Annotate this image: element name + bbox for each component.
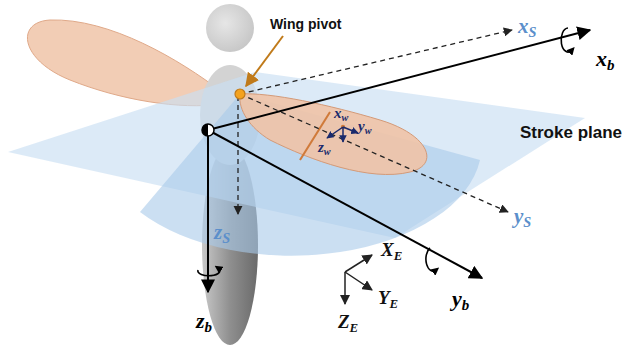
axis-letter: x (596, 46, 607, 71)
axis-subscript: E (390, 296, 399, 311)
axis-label: xb (596, 48, 614, 73)
axis-label: yb (452, 288, 469, 313)
axis-letter: y (514, 204, 523, 228)
axis-letter: z (196, 308, 205, 333)
axis-label: zb (196, 310, 212, 335)
axis-subscript: b (607, 57, 614, 73)
axis-label: YE (378, 288, 398, 311)
wing-pivot (235, 89, 245, 99)
axis-subscript: b (205, 319, 212, 335)
xw-axis (327, 127, 343, 138)
zw-axis (342, 127, 344, 142)
callout-label: Wing pivot (270, 17, 341, 31)
plane-label: Stroke plane (520, 124, 622, 141)
xe-axis (345, 255, 372, 272)
axis-subscript: w (365, 125, 372, 136)
rotation-symbol (561, 28, 572, 52)
axis-subscript: E (394, 248, 403, 263)
zb-axis (207, 130, 209, 292)
axis-label: xS (518, 16, 536, 39)
wing-chord (300, 112, 330, 160)
axis-label: xw (334, 106, 348, 123)
axis-letter: z (214, 220, 222, 244)
axis-label: zw (318, 140, 331, 157)
axis-label: XE (381, 240, 402, 263)
xb-axis (208, 30, 590, 130)
body-origin (202, 124, 214, 136)
axis-label: zS (214, 222, 230, 245)
axis-subscript: b (462, 297, 469, 313)
ye-axis (345, 272, 372, 290)
axis-letter: x (334, 105, 342, 121)
axis-subscript: w (324, 146, 331, 157)
leader-line (246, 36, 283, 86)
axis-subscript: S (529, 24, 537, 40)
axis-subscript: E (350, 320, 359, 335)
ze-axis (344, 272, 346, 304)
axis-label: ZE (338, 312, 358, 335)
axis-subscript: w (342, 112, 349, 123)
axis-subscript: S (222, 230, 230, 246)
axis-letter: y (452, 286, 462, 311)
head (206, 4, 254, 52)
yw-axis (343, 127, 358, 133)
axis-letter: z (318, 139, 324, 155)
zs-axis (237, 96, 238, 214)
axis-label: yw (358, 119, 371, 136)
axis-letter: y (358, 118, 365, 134)
body-origin (202, 124, 208, 136)
axis-subscript: S (523, 214, 531, 230)
rotation-symbol (426, 248, 436, 271)
stroke-sector (140, 94, 480, 256)
axis-letter: Y (378, 287, 390, 308)
axis-letter: x (518, 14, 529, 38)
rotation-symbol (198, 268, 220, 276)
axis-letter: Z (338, 311, 350, 332)
axis-letter: X (381, 239, 394, 260)
yb-axis (208, 130, 482, 278)
axis-label: yS (514, 206, 531, 229)
